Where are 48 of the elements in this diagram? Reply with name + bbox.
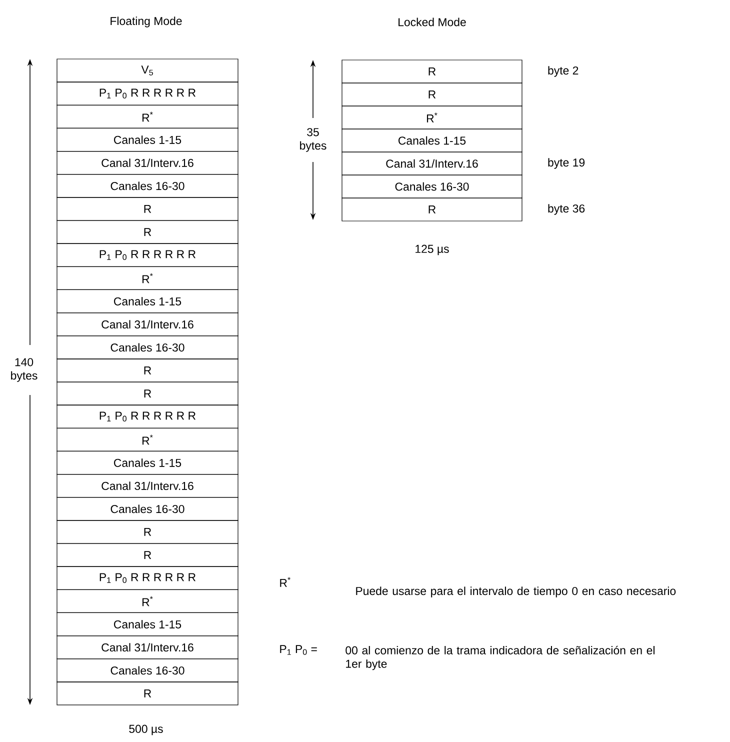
frame-row: R [56,220,238,244]
byte-label: byte 19 [548,158,585,169]
frame-row: R [56,520,238,544]
frame-row: Canales 16-30 [56,336,238,360]
header: Locked Mode [398,18,466,26]
frame-row: Canales 1-15 [56,450,238,475]
frame-row: R [56,358,238,382]
frame-row: Canales 16-30 [56,497,238,521]
frame-row: Canales 16-30 [56,174,238,198]
time-label: 500 µs [129,724,163,736]
header: Floating Mode [110,16,182,28]
frame-row: Canal 31/Interv.16 [56,474,238,498]
frame-row: Canales 1-15 [56,612,238,636]
note-symbol: P$_{1}$ P$_{0}$ = [280,645,317,655]
byte-label: byte 2 [548,66,578,77]
note-symbol: R$^{*}$ [280,577,290,587]
frame-row: Canal 31/Interv.16 [56,150,238,175]
frame-row: R$^{*}$ [56,104,238,129]
frame-row: V$_{5}$ [56,58,238,82]
note-text: 00 al comienzo de la trama indicadora de señalización en el 1er byte [346,646,654,670]
frame-row: R$^{*}$ [56,589,238,613]
frame-row: R [342,198,522,222]
frame-row: Canales 1-15 [56,289,238,314]
frame-row: R [342,60,522,84]
frame-row: Canales 16-30 [56,658,238,682]
frame-row: R$^{*}$ [342,106,522,130]
frame-row: R$^{*}$ [56,428,238,452]
frame-row: P$_{1}$ P$_{0}$ R R R R R R [56,566,238,590]
frame-row: R [56,197,238,221]
frame-row: P$_{1}$ P$_{0}$ R R R R R R [56,404,238,428]
frame-row: R [56,682,238,706]
frame-row: R [342,82,522,106]
frame-row: Canal 31/Interv.16 [56,312,238,336]
frame-row: Canal 31/Interv.16 [56,635,238,660]
frame-row: Canales 16-30 [342,174,522,198]
time-label: 125 µs [416,244,449,256]
frame-row: R [56,382,238,406]
byte-label: byte 36 [548,204,585,215]
frame-row: Canales 1-15 [342,128,522,152]
dimension-label: 140 bytes [11,358,38,382]
note-text: Puede usarse para el intervalo de tiempo 0 en caso necesario [356,586,676,598]
frame-row: Canal 31/Interv.16 [342,152,522,176]
dimension-label: 35 bytes [300,128,326,152]
frame-row: Canales 1-15 [56,128,238,152]
frame-row: R$^{*}$ [56,266,238,290]
frame-row: P$_{1}$ P$_{0}$ R R R R R R [56,243,238,267]
frame-row: R [56,543,238,567]
frame-row: P$_{1}$ P$_{0}$ R R R R R R [56,82,238,106]
